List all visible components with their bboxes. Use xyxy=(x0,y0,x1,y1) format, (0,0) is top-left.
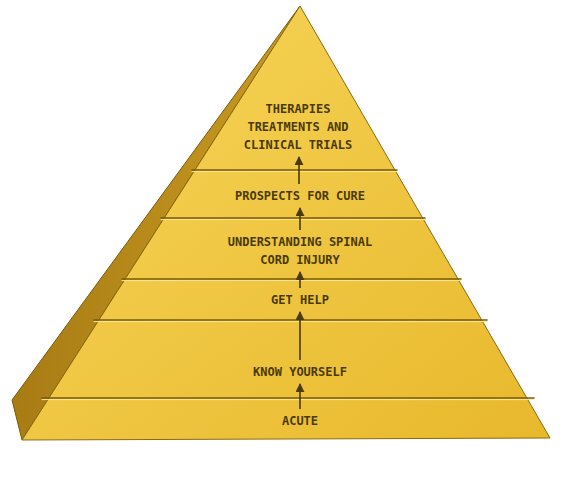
up-arrow xyxy=(299,384,301,409)
tier-divider xyxy=(192,169,397,171)
tier-divider xyxy=(42,397,534,399)
tier-divider xyxy=(42,399,534,400)
tier-label: KNOW YOURSELF xyxy=(222,363,378,381)
tier-label: PROSPECTS FOR CURE xyxy=(217,187,383,205)
up-arrow xyxy=(299,208,301,230)
up-arrow xyxy=(298,157,300,184)
tier-label: UNDERSTANDING SPINAL CORD INJURY xyxy=(227,233,373,269)
tier-label: GET HELP xyxy=(242,291,358,309)
tier-label: ACUTE xyxy=(242,412,358,430)
pyramid-tier: PROSPECTS FOR CURE xyxy=(215,186,385,206)
pyramid-tier: GET HELP xyxy=(240,290,360,310)
pyramid-tier: KNOW YOURSELF xyxy=(220,362,380,382)
pyramid-tier: UNDERSTANDING SPINAL CORD INJURY xyxy=(225,232,375,270)
tier-divider xyxy=(161,217,425,219)
tier-label: THERAPIES TREATMENTS AND CLINICAL TRIALS xyxy=(242,100,354,154)
tier-divider xyxy=(192,171,397,172)
pyramid-tier: THERAPIES TREATMENTS AND CLINICAL TRIALS xyxy=(240,99,356,155)
pyramid-front-face xyxy=(22,6,550,440)
tier-divider xyxy=(94,319,487,321)
tier-divider xyxy=(94,321,487,322)
tier-divider xyxy=(122,280,461,281)
tier-divider xyxy=(122,278,461,280)
up-arrow xyxy=(299,272,301,288)
tier-divider xyxy=(161,219,425,220)
up-arrow xyxy=(299,312,301,360)
pyramid-tier: ACUTE xyxy=(240,411,360,431)
